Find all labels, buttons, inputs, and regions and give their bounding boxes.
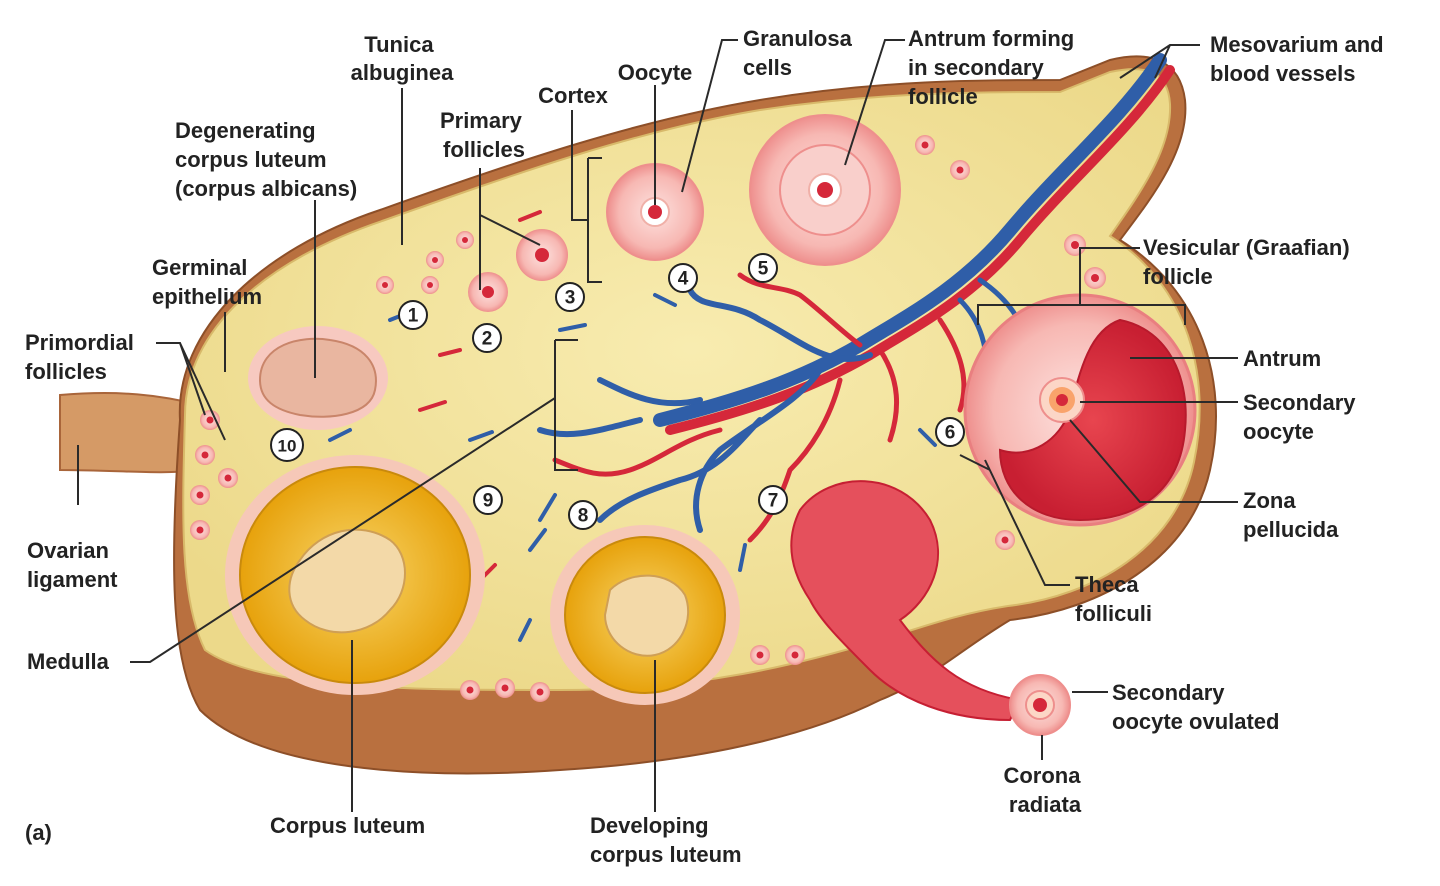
stage-number-6: 6 <box>935 417 965 447</box>
label-germinal-epithelium: Germinal epithelium <box>152 255 262 309</box>
stage-number-3: 3 <box>555 282 585 312</box>
label-primary-follicles: Primary follicles <box>440 108 528 162</box>
developing-corpus-luteum <box>550 525 740 705</box>
svg-text:9: 9 <box>483 491 494 512</box>
stage-number-1: 1 <box>398 300 428 330</box>
label-primordial-follicles: Primordial follicles <box>25 330 140 384</box>
svg-text:5: 5 <box>758 259 769 280</box>
corpus-luteum <box>225 455 485 695</box>
label-developing-corpus-luteum: Developing corpus luteum <box>590 813 742 867</box>
label-secondary-oocyte-ovulated: Secondary oocyte ovulated <box>1112 680 1279 734</box>
svg-text:6: 6 <box>945 423 956 444</box>
stage-number-4: 4 <box>668 263 698 293</box>
leader-lines <box>77 39 1238 812</box>
label-tunica-albuginea: Tunica albuginea <box>351 32 454 85</box>
svg-text:2: 2 <box>482 329 493 350</box>
stage-number-2: 2 <box>472 323 502 353</box>
svg-text:1: 1 <box>408 306 419 327</box>
label-cortex: Cortex <box>538 83 608 108</box>
stage-number-8: 8 <box>568 500 598 530</box>
stage-number-10: 10 <box>270 428 304 462</box>
label-secondary-oocyte: Secondary oocyte <box>1243 390 1362 444</box>
label-zona-pellucida: Zona pellucida <box>1243 488 1339 542</box>
label-vesicular-follicle: Vesicular (Graafian) follicle <box>1143 235 1356 289</box>
label-corona-radiata: Corona radiata <box>1003 763 1086 817</box>
label-degenerating-corpus-luteum: Degenerating corpus luteum (corpus albic… <box>175 118 357 201</box>
labels: Tunica albuginea Degenerating corpus lut… <box>25 26 1390 867</box>
svg-text:8: 8 <box>578 506 589 527</box>
stage-number-7: 7 <box>758 485 788 515</box>
svg-text:3: 3 <box>565 288 576 309</box>
primary-follicles <box>468 229 568 312</box>
label-ovarian-ligament: Ovarian ligament <box>27 538 118 592</box>
label-antrum: Antrum <box>1243 346 1321 371</box>
label-mesovarium: Mesovarium and blood vessels <box>1210 32 1390 86</box>
panel-label: (a) <box>25 820 52 845</box>
corpus-albicans <box>248 326 388 430</box>
ruptured-follicle <box>790 480 1071 736</box>
stage-number-9: 9 <box>473 485 503 515</box>
label-granulosa-cells: Granulosa cells <box>743 26 858 80</box>
vessel-branches <box>537 272 1033 543</box>
stage-numbers: 1 2 3 4 5 6 7 8 9 10 <box>270 253 965 530</box>
primordial-follicles <box>190 135 1106 702</box>
label-corpus-luteum: Corpus luteum <box>270 813 425 838</box>
mesovarium-artery <box>665 65 1175 435</box>
svg-text:10: 10 <box>278 437 297 456</box>
svg-text:4: 4 <box>678 269 689 290</box>
label-antrum-forming: Antrum forming in secondary follicle <box>908 26 1080 109</box>
label-oocyte: Oocyte <box>618 60 693 85</box>
stage-number-5: 5 <box>748 253 778 283</box>
label-medulla: Medulla <box>27 649 110 674</box>
vesicular-follicle <box>963 293 1197 527</box>
svg-text:7: 7 <box>768 491 779 512</box>
antrum-forming-follicle <box>749 114 901 266</box>
label-theca-folliculi: Theca folliculi <box>1075 572 1152 626</box>
secondary-follicle <box>606 163 704 261</box>
mesovarium-vein <box>653 53 1167 427</box>
